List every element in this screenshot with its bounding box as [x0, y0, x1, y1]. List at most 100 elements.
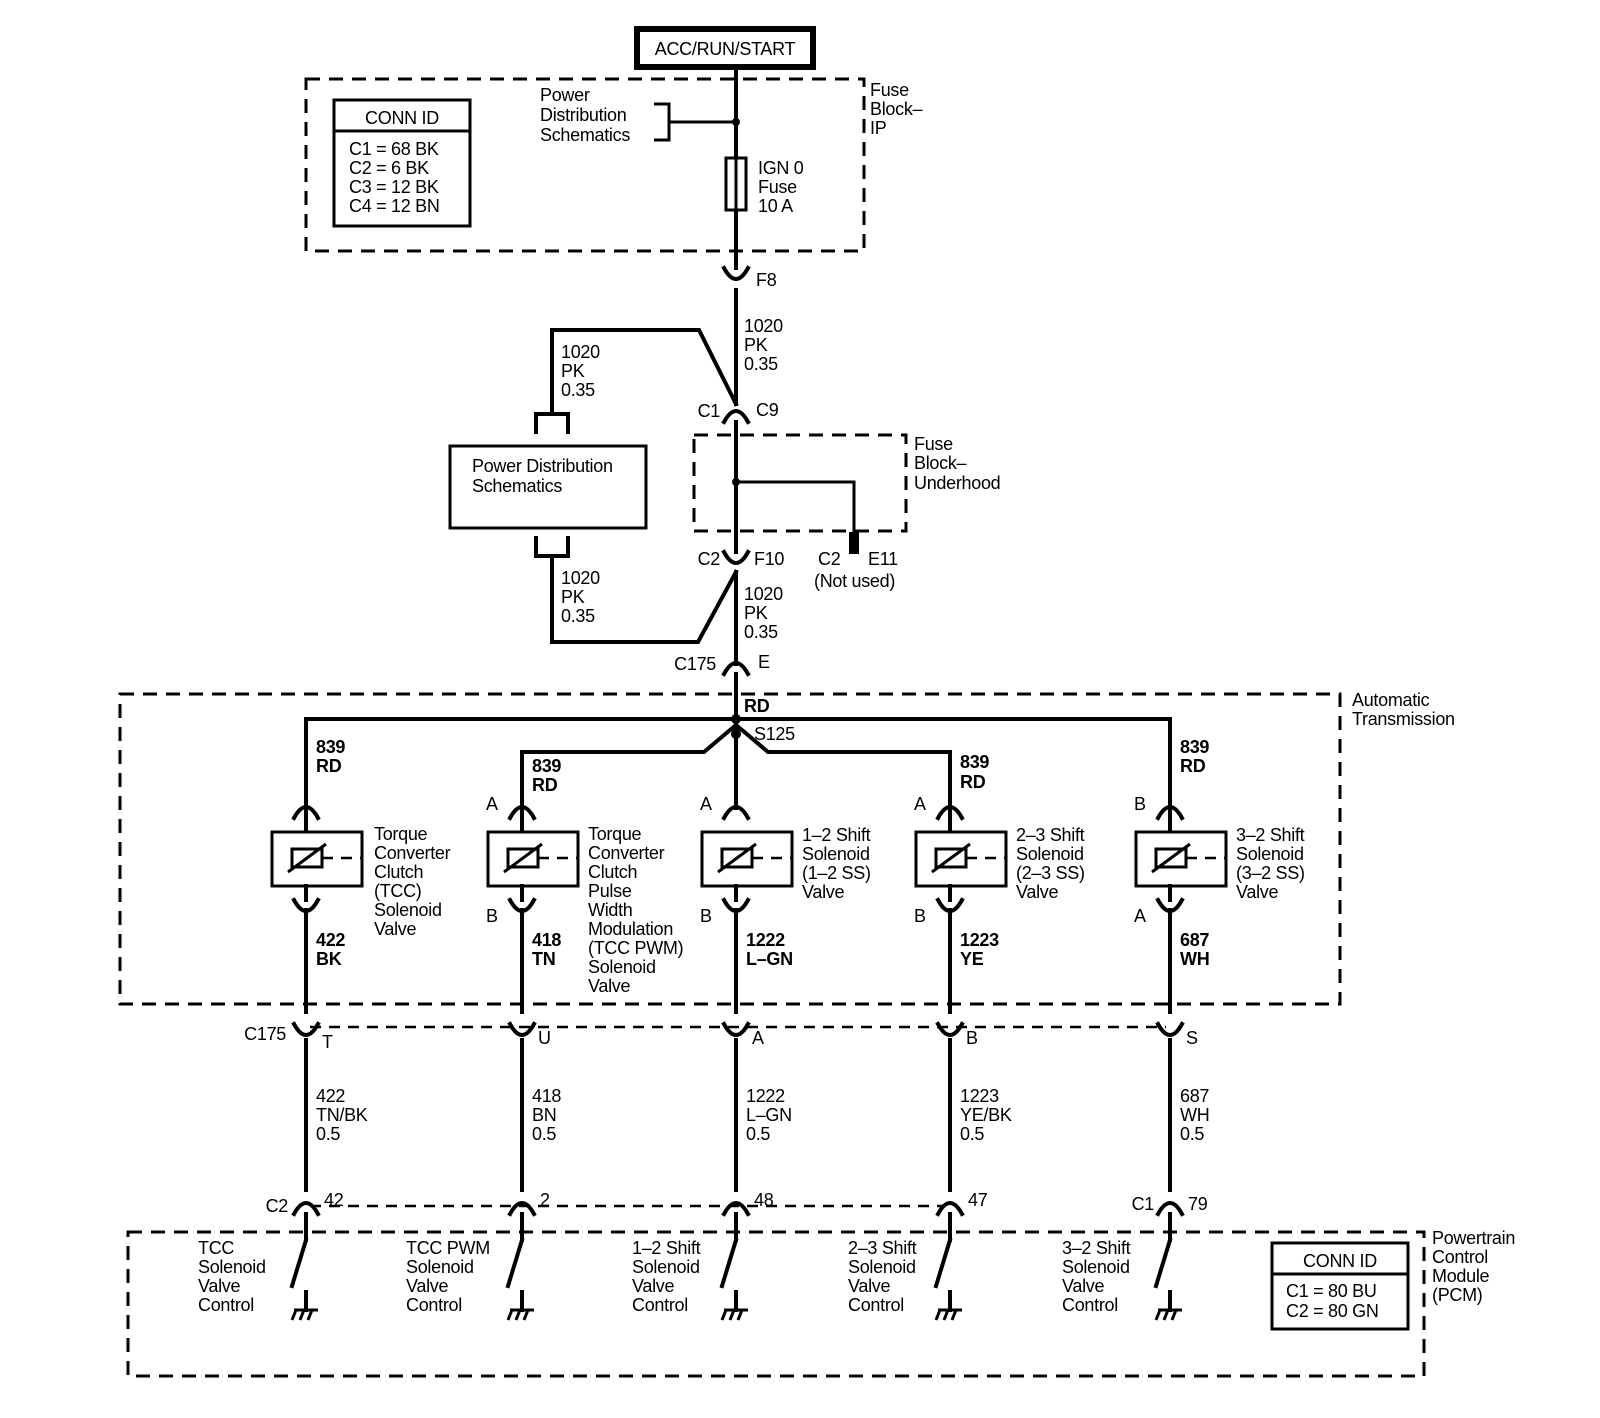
pcm-pin-label: 42 — [324, 1190, 344, 1210]
branch-wire-lower — [550, 554, 739, 644]
pcm-boundary — [126, 1230, 1426, 1378]
connector-e11-label: E11 — [868, 549, 898, 569]
pcm-connectors — [291, 1201, 1185, 1217]
solenoid-label: 2–3 Shift — [1016, 825, 1085, 845]
underhood-label: Underhood — [914, 473, 1000, 493]
connector-c2-f10-symbol — [721, 549, 751, 565]
pcm-control-label: Valve — [848, 1276, 890, 1296]
solenoid-label: Valve — [1236, 882, 1278, 902]
pcm-control-label: Valve — [406, 1276, 448, 1296]
shift-solenoid-3-2: B A 3–2 Shift Solenoid (3–2 SS) Valve — [1134, 794, 1305, 926]
pcm-control-label: Solenoid — [198, 1257, 266, 1277]
solenoid-label: Solenoid — [1236, 844, 1304, 864]
solenoid-label: Converter — [374, 843, 451, 863]
solenoid-label: Valve — [802, 882, 844, 902]
connector-c175-bottom-label: C175 — [244, 1024, 286, 1044]
pcm-pin-label: 48 — [754, 1190, 774, 1210]
power-source-box: ACC/RUN/START — [634, 26, 816, 70]
conn-id-line: C2 = 80 GN — [1286, 1301, 1379, 1321]
power-distribution-box-line: Schematics — [472, 476, 562, 496]
wire-label: 1020 — [744, 316, 783, 336]
solenoid-label: 3–2 Shift — [1236, 825, 1305, 845]
transmission-label: Transmission — [1352, 709, 1455, 729]
wire-label: 0.35 — [561, 380, 595, 400]
solenoid-label: Modulation — [588, 919, 673, 939]
fuse-label: Fuse — [758, 177, 797, 197]
rd-label: RD — [744, 696, 770, 716]
wire-label: WH — [1180, 1105, 1209, 1125]
solenoid-label: Solenoid — [1016, 844, 1084, 864]
underhood-label: Block– — [914, 453, 967, 473]
ign0-fuse: IGN 0 Fuse 10 A — [724, 156, 804, 216]
wire-label: 0.5 — [746, 1124, 770, 1144]
underhood-label: Fuse — [914, 434, 953, 454]
wire-label: 1222 — [746, 1086, 785, 1106]
pcm-connector-c1-label: C1 — [1132, 1194, 1155, 1214]
pcm-control-label: Solenoid — [1062, 1257, 1130, 1277]
solenoid-pin-top: A — [700, 794, 712, 814]
wire-label: TN — [532, 949, 555, 969]
connector-c2-label: C2 — [698, 549, 721, 569]
wire-label: 0.35 — [561, 606, 595, 626]
wire-label: YE — [960, 949, 984, 969]
wire-label: 687 — [1180, 1086, 1209, 1106]
solenoid-label: Torque — [588, 824, 642, 844]
pcm-control-label: Control — [848, 1295, 904, 1315]
wire-label: PK — [561, 587, 585, 607]
power-distribution-ref-line: Schematics — [540, 125, 630, 145]
solenoid-pin-bottom: A — [1134, 906, 1146, 926]
tcc-pwm-solenoid: A B Torque Converter Clutch Pulse Width … — [486, 794, 684, 996]
connector-c175-label: C175 — [674, 654, 716, 674]
solenoid-pin-top: A — [486, 794, 498, 814]
conn-id-line: C1 = 68 BK — [349, 139, 439, 159]
pcm-pin-label: 79 — [1188, 1194, 1208, 1214]
solenoid-label: Valve — [588, 976, 630, 996]
wire-label: 687 — [1180, 930, 1209, 950]
wire-label: RD — [960, 772, 986, 792]
solenoid-pin-bottom: B — [700, 906, 712, 926]
connector-f10-label: F10 — [754, 549, 784, 569]
conn-id-line: C3 = 12 BK — [349, 177, 439, 197]
pcm-control-label: Valve — [632, 1276, 674, 1296]
fuse-block-ip-boundary — [304, 77, 866, 253]
connector-c2-e11-label: C2 — [818, 549, 841, 569]
connector-pin-label: S — [1186, 1028, 1198, 1048]
wire-label: 839 — [532, 756, 561, 776]
connector-e-label: E — [758, 652, 770, 672]
solenoid-label: Pulse — [588, 881, 632, 901]
fuse-block-ip-label-3: IP — [870, 118, 887, 138]
splice-s125-label: S125 — [754, 724, 795, 744]
solenoid-label: Solenoid — [374, 900, 442, 920]
connector-c175-e-symbol — [721, 661, 751, 677]
pcm-control-label: Solenoid — [406, 1257, 474, 1277]
wire-label: TN/BK — [316, 1105, 368, 1125]
solenoid-pin-bottom: B — [914, 906, 926, 926]
pcm-control-label: Solenoid — [848, 1257, 916, 1277]
feed-wire-inner — [520, 722, 952, 810]
connector-pin-label: B — [966, 1028, 978, 1048]
wire-label: 839 — [1180, 737, 1209, 757]
wire-label: RD — [532, 775, 558, 795]
wire-label: 0.5 — [960, 1124, 984, 1144]
wire-label: PK — [561, 361, 585, 381]
solenoid-label: (TCC PWM) — [588, 938, 683, 958]
pcm-control-label: Control — [1062, 1295, 1118, 1315]
shift-solenoid-1-2: A B 1–2 Shift Solenoid (1–2 SS) Valve — [700, 794, 871, 926]
pcm-control-label: Valve — [198, 1276, 240, 1296]
pcm-pin-label: 2 — [540, 1190, 550, 1210]
shift-solenoid-2-3: A B 2–3 Shift Solenoid (2–3 SS) Valve — [914, 794, 1085, 926]
wire-label: PK — [744, 603, 768, 623]
solenoid-pin-top: B — [1134, 794, 1146, 814]
solenoid-pin-bottom: B — [486, 906, 498, 926]
pcm-control-label: Control — [198, 1295, 254, 1315]
branch-wire-upper — [550, 328, 739, 414]
pcm-control-label: Valve — [1062, 1276, 1104, 1296]
connector-e11-pin — [849, 532, 859, 554]
power-source-label: ACC/RUN/START — [655, 39, 796, 59]
wire-label: L–GN — [746, 1105, 792, 1125]
conn-id-title: CONN ID — [1303, 1251, 1377, 1271]
connector-c1-c9-symbol — [721, 409, 751, 425]
solenoid-label: Valve — [374, 919, 416, 939]
power-distribution-ref-line: Power — [540, 85, 590, 105]
